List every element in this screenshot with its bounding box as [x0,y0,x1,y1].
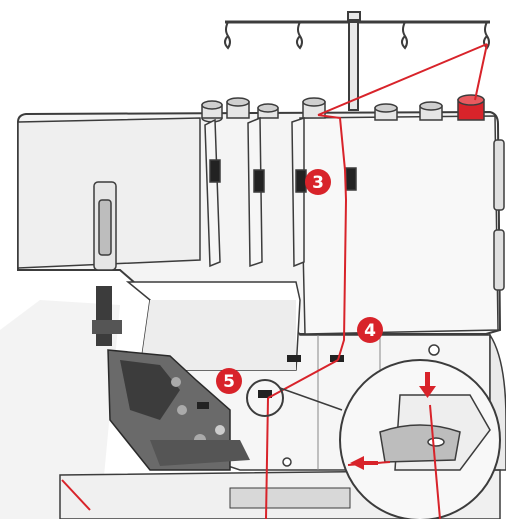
thread-guide-icon [204,116,357,268]
callout-badge [305,169,331,195]
presser-lever [93,181,117,271]
zoom-inset-icon [246,359,501,519]
tension-dial-icon [201,94,485,123]
callout-label-4: 4 [364,321,376,341]
looper-mechanism [92,286,250,471]
callout-label-5: 5 [223,372,235,392]
ground-shadow [0,300,120,519]
callout-step-4: 4 [357,317,383,343]
callout-step-3: 3 [305,169,331,195]
bed-plate [229,487,351,509]
free-arm-shadow [140,300,296,370]
arrow-left-icon [350,456,378,470]
front-details [197,355,344,409]
callout-badge [357,317,383,343]
thread-path [61,43,488,519]
thread-stand-icon [224,11,490,111]
callout-step-5: 5 [216,368,242,394]
arrow-down-icon [419,372,436,398]
callout-label-3: 3 [312,173,324,193]
callout-badge [216,368,242,394]
